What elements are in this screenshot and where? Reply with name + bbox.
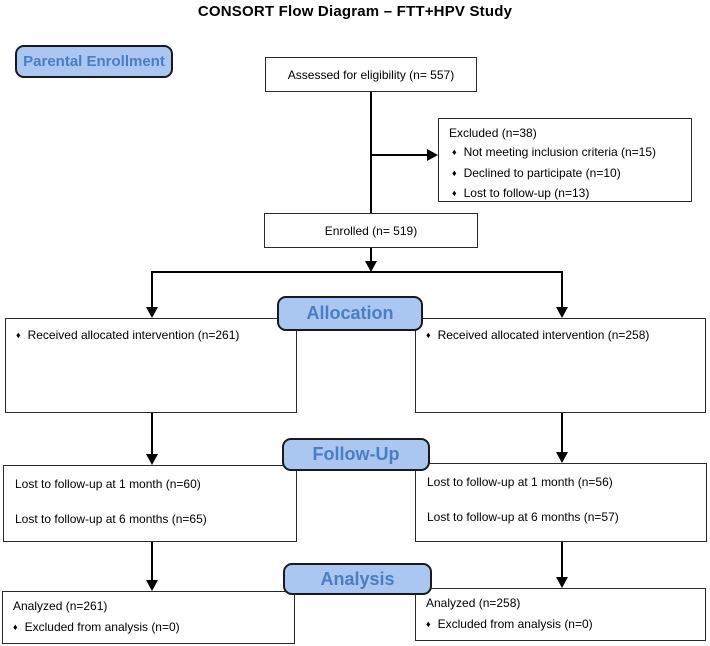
- analysis-left-item-text: Excluded from analysis (n=0): [24, 620, 180, 634]
- allocation-label: Allocation: [306, 303, 394, 323]
- followup-left-line1: Lost to follow-up at 1 month (n=60): [15, 477, 201, 491]
- bullet-icon: ♦: [452, 167, 457, 178]
- split-bar: [151, 271, 563, 273]
- parental-enrollment-label: Parental Enrollment: [23, 53, 165, 70]
- arrowhead-follow-left: [146, 454, 158, 465]
- arrowhead-split: [365, 261, 377, 272]
- connector-split-left: [151, 271, 153, 308]
- followup-right-line1: Lost to follow-up at 1 month (n=56): [427, 475, 613, 489]
- allocation-left-text: Received allocated intervention (n=261): [27, 328, 240, 342]
- excluded-item-text: Not meeting inclusion criteria (n=15): [463, 145, 657, 159]
- analysis-right-box: Analyzed (n=258) ♦ Excluded from analysi…: [415, 588, 706, 641]
- connector-to-excluded: [371, 154, 429, 156]
- followup-right-line2: Lost to follow-up at 6 months (n=57): [427, 510, 619, 524]
- allocation-right-text: Received allocated intervention (n=258): [437, 328, 650, 342]
- assessed-eligibility-box: Assessed for eligibility (n= 557): [265, 57, 477, 92]
- followup-left-box: Lost to follow-up at 1 month (n=60) Lost…: [3, 465, 297, 542]
- bullet-icon: ♦: [426, 330, 431, 340]
- connector-split-right: [561, 271, 563, 308]
- stage-pill-analysis: Analysis: [283, 563, 432, 595]
- arrowhead-analysis-left: [146, 580, 158, 591]
- excluded-item: ♦ Lost to follow-up (n=13): [439, 184, 691, 205]
- analysis-label: Analysis: [320, 568, 395, 589]
- connector-assessed-to-enrolled: [370, 92, 372, 213]
- arrowhead-excluded: [427, 149, 438, 161]
- stage-pill-parental-enrollment: Parental Enrollment: [15, 45, 173, 78]
- followup-left-line2: Lost to follow-up at 6 months (n=65): [15, 512, 207, 526]
- connector-follow-analysis-right: [561, 542, 563, 578]
- allocation-left-box: ♦ Received allocated intervention (n=261…: [5, 318, 297, 413]
- stage-pill-follow-up: Follow-Up: [282, 438, 430, 471]
- excluded-item: ♦ Declined to participate (n=10): [439, 164, 691, 185]
- assessed-eligibility-text: Assessed for eligibility (n= 557): [287, 67, 455, 82]
- arrowhead-allocation-right: [556, 307, 568, 318]
- analysis-right-item: ♦ Excluded from analysis (n=0): [426, 616, 699, 633]
- connector-follow-analysis-left: [151, 542, 153, 581]
- connector-alloc-follow-right: [561, 413, 563, 453]
- stage-pill-allocation: Allocation: [277, 296, 423, 331]
- allocation-right-box: ♦ Received allocated intervention (n=258…: [415, 318, 706, 413]
- excluded-item-text: Lost to follow-up (n=13): [463, 186, 590, 200]
- enrolled-text: Enrolled (n= 519): [324, 223, 418, 238]
- connector-alloc-follow-left: [151, 413, 153, 455]
- allocation-right-item: ♦ Received allocated intervention (n=258…: [426, 328, 699, 342]
- follow-up-label: Follow-Up: [312, 444, 400, 464]
- bullet-icon: ♦: [13, 622, 18, 632]
- analysis-left-box: Analyzed (n=261) ♦ Excluded from analysi…: [2, 591, 295, 644]
- analysis-left-title: Analyzed (n=261): [13, 599, 108, 613]
- enrolled-box: Enrolled (n= 519): [264, 213, 478, 248]
- analysis-right-item-text: Excluded from analysis (n=0): [437, 617, 593, 631]
- bullet-icon: ♦: [452, 147, 457, 157]
- followup-right-box: Lost to follow-up at 1 month (n=56) Lost…: [415, 463, 707, 542]
- excluded-box: Excluded (n=38) ♦ Not meeting inclusion …: [438, 118, 692, 202]
- arrowhead-analysis-right: [556, 577, 568, 588]
- connector-enrolled-to-split: [370, 248, 372, 263]
- excluded-item: ♦ Not meeting inclusion criteria (n=15): [439, 143, 691, 164]
- analysis-right-title: Analyzed (n=258): [426, 596, 521, 610]
- bullet-icon: ♦: [16, 330, 21, 340]
- excluded-item-text: Declined to participate (n=10): [463, 165, 621, 180]
- bullet-icon: ♦: [452, 188, 457, 198]
- arrowhead-allocation-left: [146, 307, 158, 318]
- excluded-title: Excluded (n=38): [449, 126, 537, 140]
- diagram-title: CONSORT Flow Diagram – FTT+HPV Study: [197, 3, 513, 20]
- allocation-left-item: ♦ Received allocated intervention (n=261…: [16, 328, 290, 342]
- analysis-left-item: ♦ Excluded from analysis (n=0): [13, 619, 288, 636]
- arrowhead-follow-right: [556, 452, 568, 463]
- bullet-icon: ♦: [426, 619, 431, 629]
